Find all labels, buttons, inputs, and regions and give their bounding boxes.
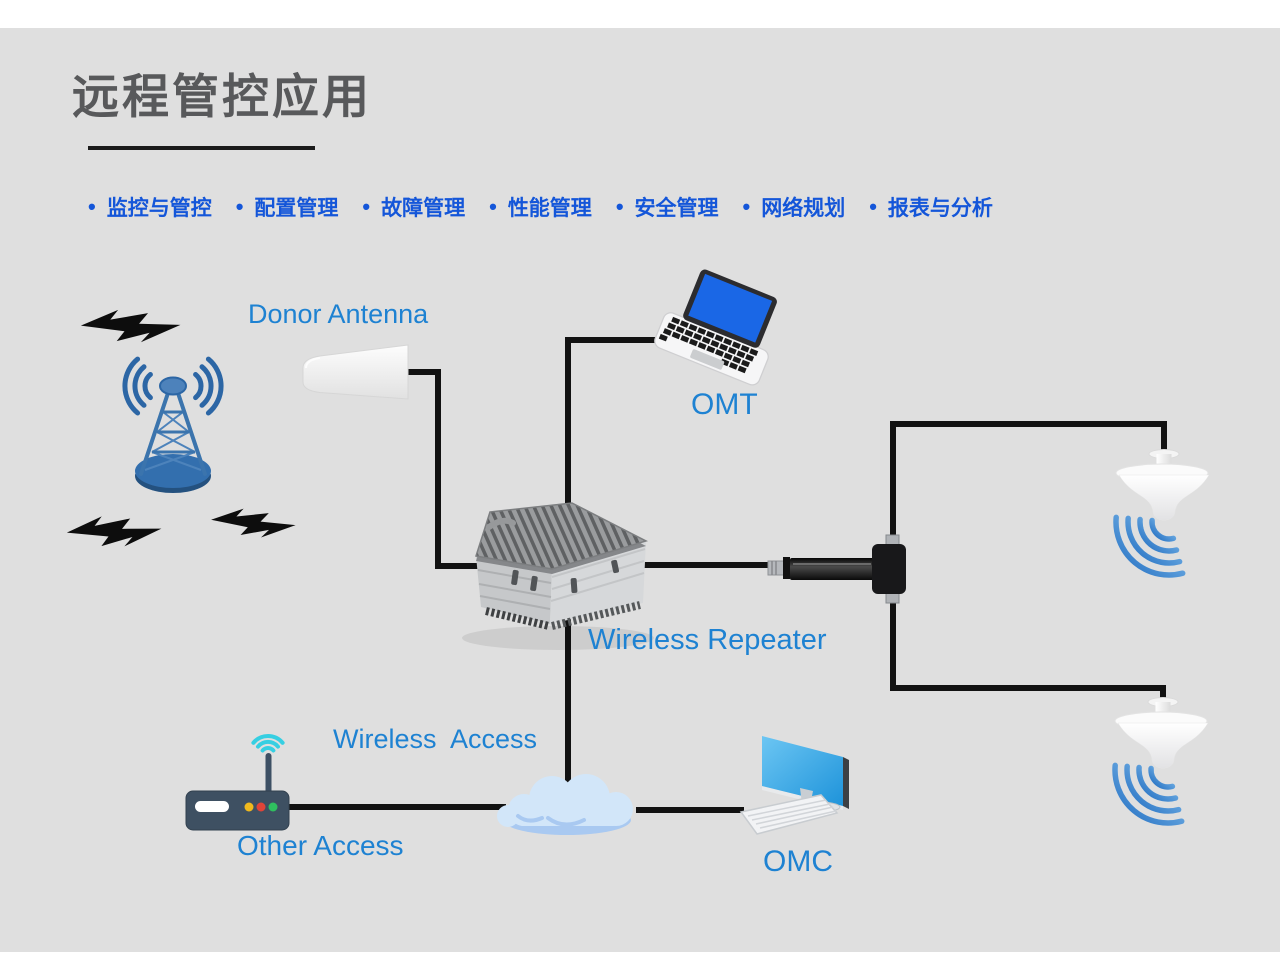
lightning-bolt-icon xyxy=(65,302,297,555)
wire-splitter-to-antenna2 xyxy=(890,590,1166,706)
feature-item: 配置管理 xyxy=(236,192,338,222)
title-underline xyxy=(88,146,315,150)
donor-antenna-icon xyxy=(302,344,409,400)
wire-antenna-to-repeater xyxy=(408,369,484,569)
omc-label: OMC xyxy=(763,845,833,878)
repeater-box-icon xyxy=(462,502,654,650)
feature-list: 监控与管控配置管理故障管理性能管理安全管理网络规划报表与分析 xyxy=(88,192,1017,222)
feature-item: 监控与管控 xyxy=(88,192,212,222)
cell-tower-icon xyxy=(122,356,224,493)
rf-splitter-icon xyxy=(767,534,906,604)
page-title: 远程管控应用 xyxy=(72,70,372,123)
wifi-signal-icon xyxy=(251,733,285,753)
feature-item: 安全管理 xyxy=(616,192,719,222)
ceiling-antenna-icon xyxy=(1115,698,1208,824)
laptop-icon xyxy=(654,269,777,386)
feature-item: 故障管理 xyxy=(362,192,465,222)
wire-laptop-to-repeater xyxy=(565,337,680,512)
ceiling-antenna-icon xyxy=(1116,450,1209,576)
wireless-repeater-label: Wireless Repeater xyxy=(588,624,827,656)
feature-item: 报表与分析 xyxy=(869,192,993,222)
donor-antenna-label: Donor Antenna xyxy=(248,299,429,329)
feature-item: 网络规划 xyxy=(743,192,845,222)
wireless-access-label: Wireless Access xyxy=(333,724,538,754)
keyboard-icon xyxy=(739,794,839,835)
other-access-label: Other Access xyxy=(237,830,404,861)
desktop-monitor-icon xyxy=(739,736,849,835)
feature-item: 性能管理 xyxy=(489,192,592,222)
network-cloud-icon xyxy=(497,774,633,835)
wire-splitter-to-antenna1 xyxy=(890,421,1167,550)
router-icon xyxy=(185,733,290,831)
omt-label: OMT xyxy=(691,388,758,421)
